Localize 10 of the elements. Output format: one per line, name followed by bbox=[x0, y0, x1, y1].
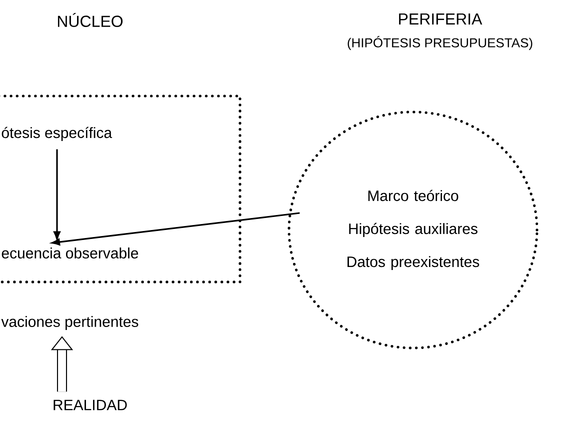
heading: PERIFERIA bbox=[399, 13, 482, 24]
node-text: REALIDAD bbox=[54, 400, 127, 410]
node-text: vaciones pertinentes bbox=[1, 316, 138, 330]
node-text: ecuencia observable bbox=[2, 247, 138, 258]
arrow bbox=[54, 149, 60, 240]
heading: NÚCLEO bbox=[58, 12, 123, 27]
heading: (HIPÓTESIS PRESUPUESTAS) bbox=[348, 36, 532, 50]
dotted-box bbox=[0, 94, 242, 284]
node-text: ótesis específica bbox=[2, 126, 112, 142]
arrow bbox=[52, 212, 300, 246]
